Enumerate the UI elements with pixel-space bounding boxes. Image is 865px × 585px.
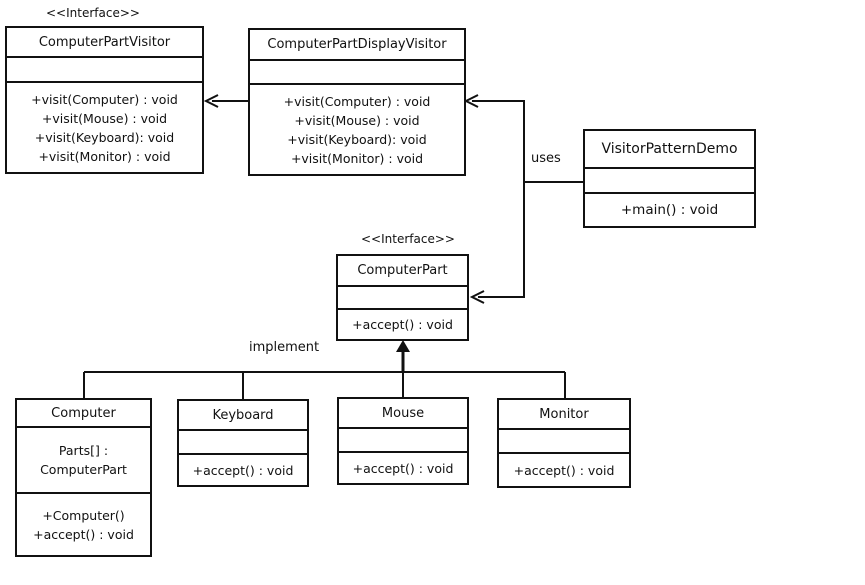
class-computer-part-display-visitor: ComputerPartDisplayVisitor +visit(Comput…	[248, 28, 466, 176]
operation: +visit(Monitor) : void	[290, 150, 424, 166]
class-attributes	[499, 430, 629, 454]
operation: +visit(Mouse) : void	[294, 112, 420, 128]
attribute: ComputerPart	[40, 462, 127, 477]
class-operations: +accept() : void	[499, 454, 629, 486]
class-operations: +accept() : void	[338, 310, 467, 339]
class-operations: +visit(Computer) : void +visit(Mouse) : …	[7, 83, 202, 172]
attribute: Parts[] :	[58, 443, 109, 458]
class-operations: +Computer() +accept() : void	[17, 494, 150, 555]
class-name: Monitor	[499, 400, 629, 430]
class-attributes	[250, 61, 464, 85]
operation: +visit(Monitor) : void	[38, 148, 171, 164]
uses-connector	[472, 100, 583, 183]
implement-arrowhead	[396, 340, 410, 352]
class-name: Mouse	[339, 399, 467, 429]
class-attributes	[338, 287, 467, 310]
operation: +accept() : void	[352, 460, 454, 476]
class-operations: +accept() : void	[339, 453, 467, 483]
class-name: ComputerPart	[338, 256, 467, 287]
class-name: Computer	[17, 400, 150, 428]
operation: +main() : void	[620, 201, 719, 218]
class-operations: +main() : void	[585, 194, 754, 226]
display-visitor-to-visitor-arrowhead	[203, 94, 219, 108]
operation: +accept() : void	[33, 526, 134, 542]
uses-arrowhead-top	[463, 94, 479, 108]
class-keyboard: Keyboard +accept() : void	[177, 399, 309, 487]
visitor-stereotype: <<Interface>>	[46, 6, 140, 20]
class-attributes	[7, 58, 202, 83]
class-attributes	[339, 429, 467, 453]
class-name: VisitorPatternDemo	[585, 131, 754, 169]
operation: +Computer()	[42, 507, 125, 523]
uses-arrowhead-bottom	[469, 290, 485, 304]
operation: +visit(Mouse) : void	[41, 110, 168, 126]
class-operations: +accept() : void	[179, 455, 307, 485]
uses-label: uses	[531, 151, 561, 166]
class-visitor-pattern-demo: VisitorPatternDemo +main() : void	[583, 129, 756, 228]
class-name: ComputerPartVisitor	[7, 28, 202, 58]
operation: +visit(Keyboard): void	[287, 131, 427, 147]
class-computer-part-visitor: ComputerPartVisitor +visit(Computer) : v…	[5, 26, 204, 174]
class-mouse: Mouse +accept() : void	[337, 397, 469, 485]
implement-label: implement	[249, 340, 320, 355]
class-attributes	[179, 431, 307, 455]
operation: +visit(Keyboard): void	[34, 129, 175, 145]
class-operations: +visit(Computer) : void +visit(Mouse) : …	[250, 85, 464, 174]
uses-connector-lower	[478, 182, 525, 298]
class-attributes: Parts[] : ComputerPart	[17, 428, 150, 494]
operation: +accept() : void	[513, 462, 615, 478]
computer-part-stereotype: <<Interface>>	[361, 232, 455, 246]
class-computer-part: ComputerPart +accept() : void	[336, 254, 469, 341]
class-attributes	[585, 169, 754, 194]
operation: +visit(Computer) : void	[31, 91, 178, 107]
class-name: ComputerPartDisplayVisitor	[250, 30, 464, 61]
class-computer: Computer Parts[] : ComputerPart +Compute…	[15, 398, 152, 557]
operation: +accept() : void	[192, 462, 294, 478]
operation: +visit(Computer) : void	[283, 93, 431, 109]
class-name: Keyboard	[179, 401, 307, 431]
class-monitor: Monitor +accept() : void	[497, 398, 631, 488]
operation: +accept() : void	[352, 317, 453, 332]
